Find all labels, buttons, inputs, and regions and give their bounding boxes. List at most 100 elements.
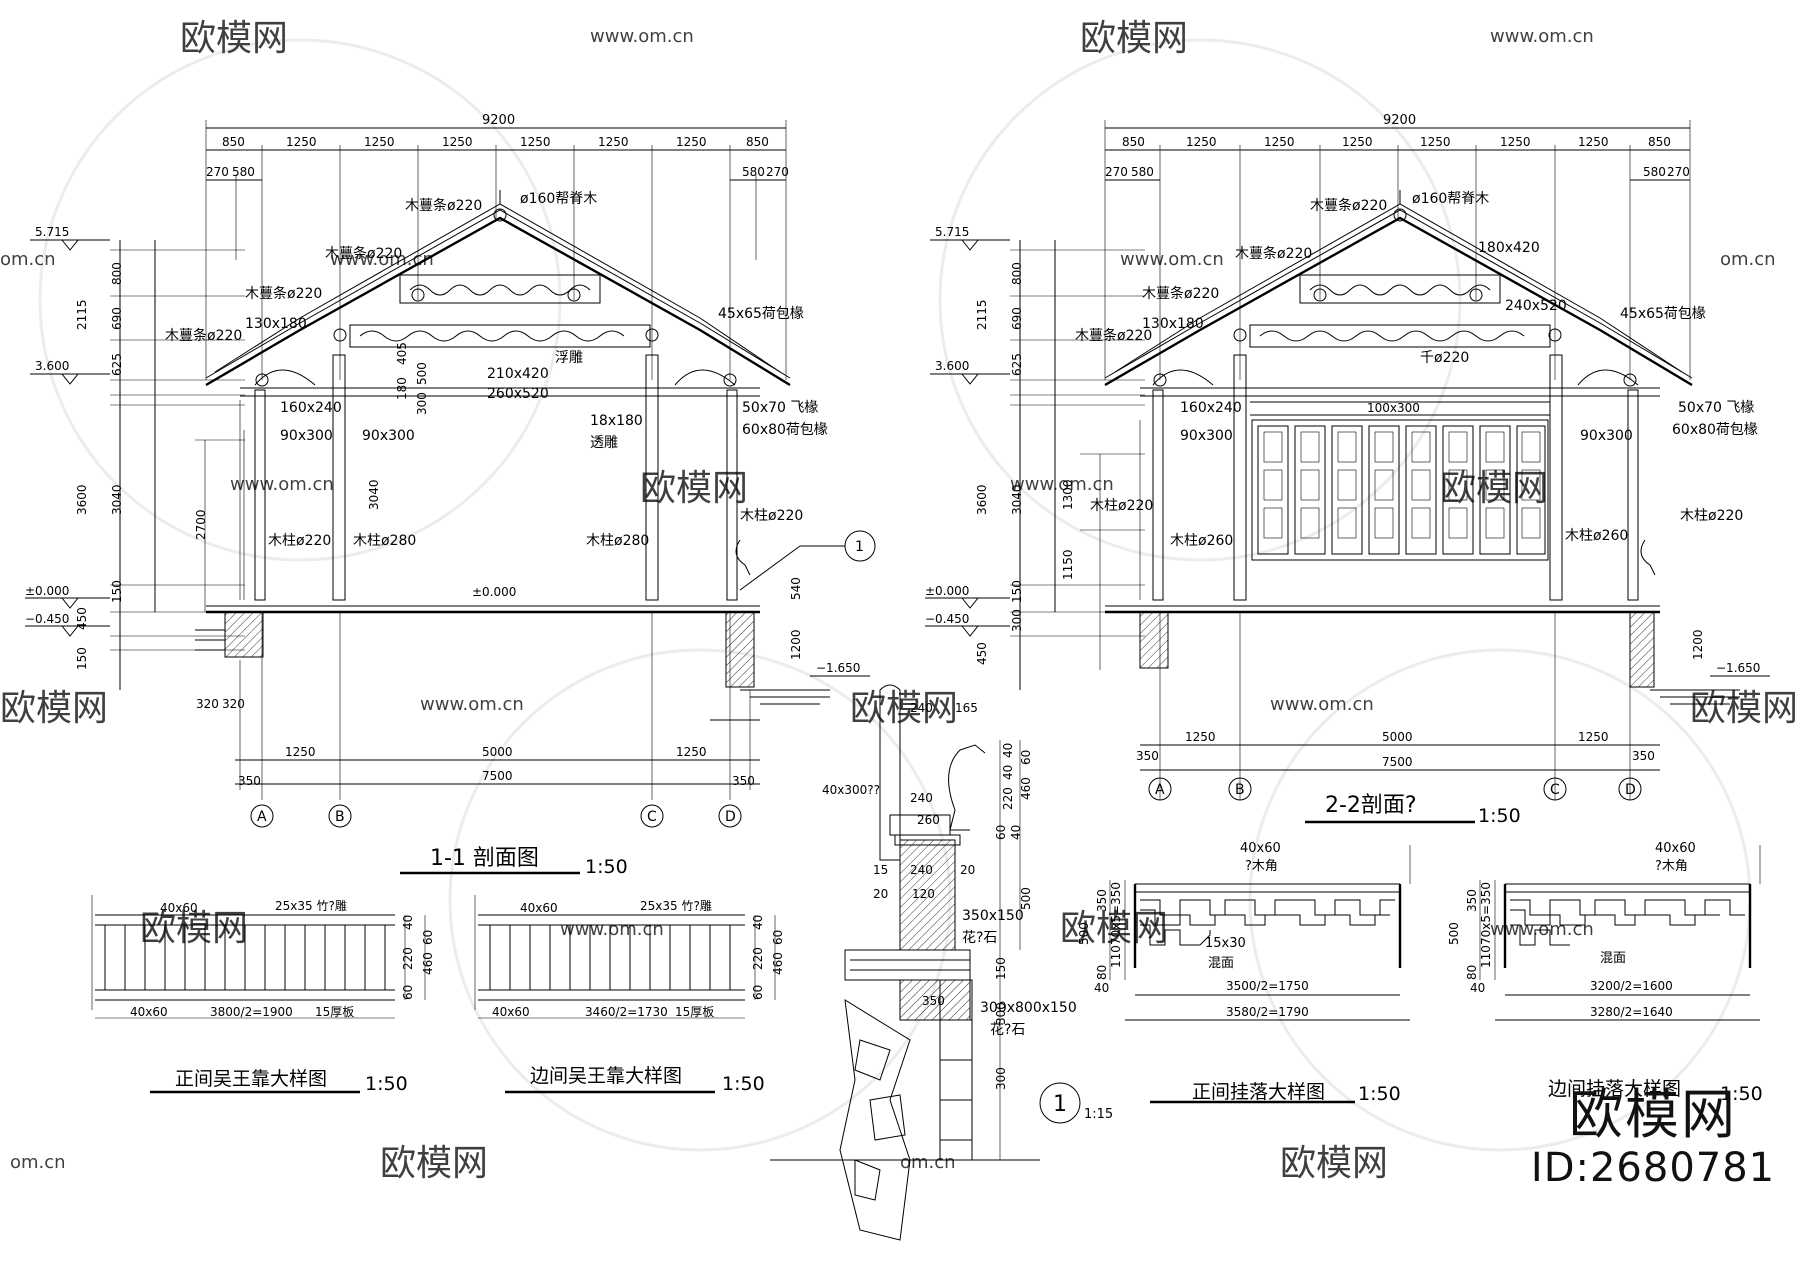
dim-v: 60 — [771, 930, 785, 945]
label: 木柱ø220 — [1090, 498, 1153, 514]
dim-v: 300 — [1010, 609, 1024, 632]
axis-label: A — [1155, 782, 1165, 798]
watermark-url: om.cn — [10, 1152, 66, 1173]
dim: 3280/2=1640 — [1590, 1005, 1673, 1019]
dim-v: 220 — [751, 947, 765, 970]
dim: 15 — [873, 863, 888, 877]
dim: 3460/2=1730 — [585, 1005, 668, 1019]
dim-v: 625 — [1010, 353, 1024, 376]
dim-v: 3600 — [75, 484, 89, 515]
dim-v: 2115 — [975, 299, 989, 330]
dim: 40 — [1094, 981, 1109, 995]
label: 透雕 — [590, 435, 618, 451]
dim-v: 625 — [110, 353, 124, 376]
dim-v: 690 — [1010, 307, 1024, 330]
level-m165: −1.650 — [1716, 661, 1760, 675]
dim-v: 110 — [1479, 945, 1493, 968]
detail-title: 边间吴王靠大样图 — [530, 1065, 682, 1087]
dim: 25x35 竹?雕 — [275, 898, 347, 913]
main-rail-detail: 40x60 25x35 竹?雕 40x60 3800/2=1900 15厚板 4… — [91, 895, 435, 1095]
dim-v: 60 — [1019, 750, 1033, 765]
dim: 1250 — [676, 135, 707, 149]
dim-v: 40 — [751, 915, 765, 930]
dim: 1250 — [1578, 135, 1609, 149]
dim-v: 1200 — [789, 629, 803, 660]
label: 300x800x150 — [980, 1000, 1077, 1016]
dim: 1250 — [1186, 135, 1217, 149]
level-m045: −0.450 — [925, 612, 969, 626]
dim-v: 1300 — [1061, 479, 1075, 510]
dim: 165 — [955, 701, 978, 715]
side-rail-detail: 40x60 25x35 竹?雕 40x60 3460/2=1730 15厚板 4… — [474, 895, 785, 1095]
dim-v: 70x5=350 — [1479, 882, 1493, 945]
dim: 3800/2=1900 — [210, 1005, 293, 1019]
watermark-brand: 欧模网 — [850, 688, 958, 729]
detail-title: 正间挂落大样图 — [1192, 1081, 1325, 1103]
label: 240x520 — [1505, 298, 1567, 314]
dim: 40x60 — [160, 901, 198, 915]
dim-v: 180 — [395, 377, 409, 400]
dim-v: 690 — [110, 307, 124, 330]
label: 260x520 — [487, 386, 549, 402]
level-0: ±0.000 — [25, 584, 69, 598]
dim-v: 500 — [1077, 922, 1091, 945]
dim: 850 — [1648, 135, 1671, 149]
dim: 40x300?? — [822, 783, 880, 797]
label: 45x65荷包椽 — [1620, 306, 1706, 322]
dim-v: 150 — [110, 580, 124, 603]
dim-v: 300 — [994, 1002, 1008, 1025]
dim: 270 — [1667, 165, 1690, 179]
dim: 270 — [766, 165, 789, 179]
dim: 850 — [1122, 135, 1145, 149]
watermark-url: www.om.cn — [230, 474, 334, 495]
axis-label: A — [257, 809, 267, 825]
dim: 350 — [922, 994, 945, 1008]
dim: 1250 — [442, 135, 473, 149]
dim-v: 1200 — [1691, 629, 1705, 660]
dim-v: 60 — [421, 930, 435, 945]
label: 木蘴条ø220 — [405, 197, 482, 214]
watermark-brand: 欧模网 — [380, 1143, 488, 1184]
dim-v: 300 — [415, 392, 429, 415]
dim-total: 9200 — [482, 113, 515, 128]
dim: 20 — [873, 887, 888, 901]
detail-scale: 1:50 — [365, 1073, 408, 1095]
dim: 3500/2=1750 — [1226, 979, 1309, 993]
dim-v: 40 — [1001, 743, 1015, 758]
dim-v: 3600 — [975, 484, 989, 515]
label: ø160帮脊木 — [1412, 191, 1489, 207]
dim-v: 80 — [1465, 965, 1479, 980]
dim: 1250 — [1185, 730, 1216, 744]
detail-title: 边间挂落大样图 — [1548, 1078, 1681, 1100]
level-0: ±0.000 — [925, 584, 969, 598]
watermark-url: www.om.cn — [420, 694, 524, 715]
dim: 1250 — [286, 135, 317, 149]
dim-v: 800 — [110, 262, 124, 285]
label: 40x60 — [1655, 841, 1696, 856]
dim-v: 500 — [1019, 887, 1033, 910]
dim-v: 350 — [1465, 889, 1479, 912]
label: 160x240 — [1180, 400, 1242, 416]
section-scale: 1:50 — [1478, 805, 1521, 827]
label: 160x240 — [280, 400, 342, 416]
dim-v: 3040 — [110, 484, 124, 515]
label: 木柱ø280 — [586, 533, 649, 549]
dim: 580 — [232, 165, 255, 179]
label: 350x150 — [962, 908, 1024, 924]
dim-v: 405 — [395, 342, 409, 365]
dim-v: 460 — [771, 952, 785, 975]
dim: 580 — [742, 165, 765, 179]
watermark-brand: 欧模网 — [640, 468, 748, 509]
dim: 40x60 — [492, 1005, 530, 1019]
dim: 320 — [222, 697, 245, 711]
level-0: ±0.000 — [472, 585, 516, 599]
dim: 40x60 — [130, 1005, 168, 1019]
watermark-url: www.om.cn — [1270, 694, 1374, 715]
dim: 15厚板 — [315, 1005, 354, 1019]
dim: 5000 — [1382, 730, 1413, 744]
callout-1: 1 — [855, 539, 864, 555]
label: 浮雕 — [555, 350, 583, 366]
section-title: 2-2剖面? — [1325, 793, 1417, 818]
axis-label: C — [647, 809, 657, 825]
